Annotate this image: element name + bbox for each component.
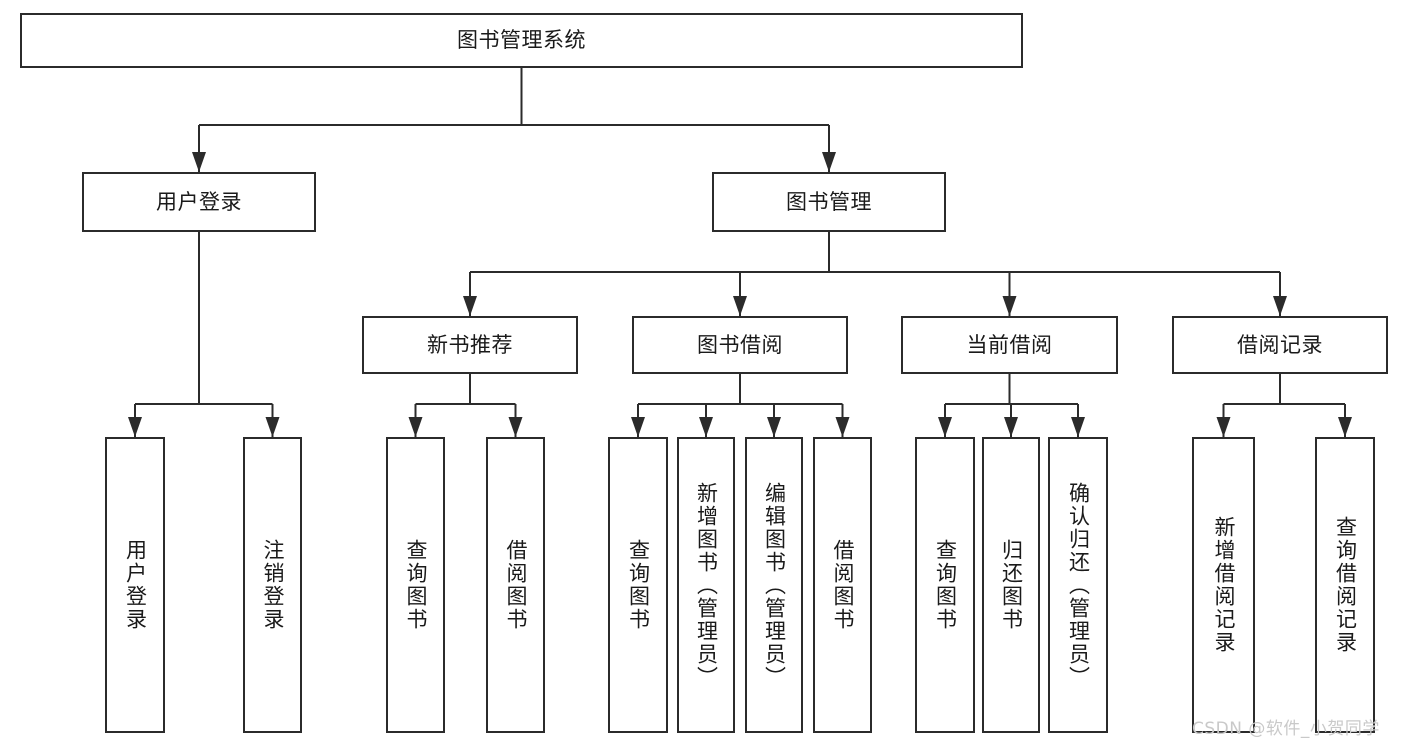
node-user-login[interactable]: 用户登录: [82, 172, 316, 232]
node-book-borrow[interactable]: 图书借阅: [632, 316, 848, 374]
node-label: 图书借阅: [697, 332, 783, 357]
node-leaf-logout[interactable]: 注销登录: [243, 437, 302, 733]
node-label: 新增图书（管理员）: [694, 481, 719, 689]
node-label: 借阅记录: [1237, 332, 1323, 357]
node-leaf-return-book[interactable]: 归还图书: [982, 437, 1040, 733]
node-leaf-query-book-2[interactable]: 查询图书: [608, 437, 668, 733]
node-label: 用户登录: [123, 539, 148, 631]
node-leaf-user-login[interactable]: 用户登录: [105, 437, 165, 733]
node-leaf-borrow-book-2[interactable]: 借阅图书: [813, 437, 872, 733]
node-label: 用户登录: [156, 189, 242, 214]
watermark: CSDN @软件_小贺同学: [1192, 719, 1380, 739]
node-leaf-query-book-3[interactable]: 查询图书: [915, 437, 975, 733]
node-label: 新书推荐: [427, 332, 513, 357]
node-leaf-borrow-book-1[interactable]: 借阅图书: [486, 437, 545, 733]
node-leaf-add-book-admin[interactable]: 新增图书（管理员）: [677, 437, 735, 733]
node-label: 查询图书: [626, 539, 651, 631]
node-label: 查询图书: [933, 539, 958, 631]
node-leaf-query-book-1[interactable]: 查询图书: [386, 437, 445, 733]
node-label: 归还图书: [999, 539, 1024, 631]
node-label: 查询图书: [404, 539, 428, 631]
node-root[interactable]: 图书管理系统: [20, 13, 1023, 68]
node-leaf-add-borrow-record[interactable]: 新增借阅记录: [1192, 437, 1255, 733]
node-label: 注销登录: [261, 539, 285, 631]
node-label: 查询借阅记录: [1333, 516, 1358, 654]
node-leaf-edit-book-admin[interactable]: 编辑图书（管理员）: [745, 437, 803, 733]
node-label: 当前借阅: [966, 332, 1053, 357]
node-label: 借阅图书: [831, 539, 855, 631]
node-label: 新增借阅记录: [1212, 516, 1236, 654]
node-current-borrow[interactable]: 当前借阅: [901, 316, 1118, 374]
node-borrow-record[interactable]: 借阅记录: [1172, 316, 1388, 374]
node-label: 图书管理: [786, 189, 872, 214]
node-leaf-query-borrow-record[interactable]: 查询借阅记录: [1315, 437, 1375, 733]
node-book-management[interactable]: 图书管理: [712, 172, 946, 232]
node-leaf-confirm-return-admin[interactable]: 确认归还（管理员）: [1048, 437, 1108, 733]
node-label: 借阅图书: [504, 539, 528, 631]
node-label: 图书管理系统: [457, 28, 586, 53]
node-new-book-recommend[interactable]: 新书推荐: [362, 316, 578, 374]
node-label: 编辑图书（管理员）: [762, 481, 787, 689]
node-label: 确认归还（管理员）: [1066, 481, 1091, 689]
